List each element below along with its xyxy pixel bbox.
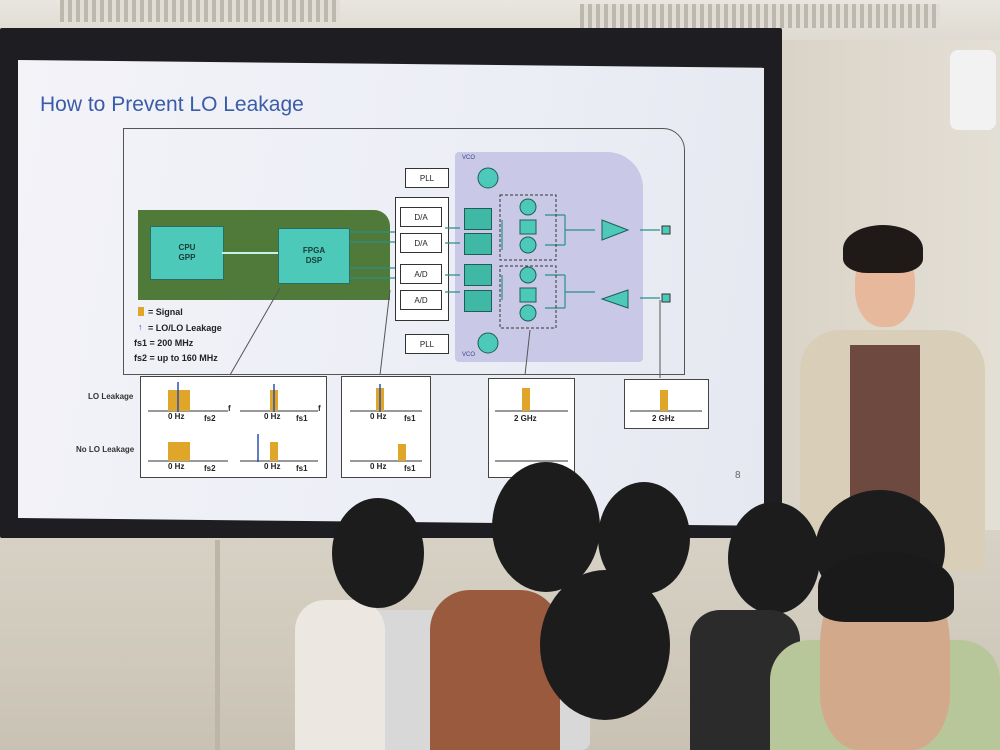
cpu-label: CPU bbox=[178, 243, 196, 252]
row-label: LO Leakage bbox=[88, 392, 134, 401]
vco-label: VCO bbox=[462, 155, 476, 161]
axis-label: 0 Hz bbox=[370, 412, 387, 421]
slide-title: How to Prevent LO Leakage bbox=[40, 93, 304, 116]
axis-label: fs2 bbox=[204, 414, 216, 423]
presenter-shirt bbox=[850, 345, 920, 505]
axis-label: fs1 bbox=[404, 464, 416, 473]
dsp-label: DSP bbox=[305, 256, 323, 265]
signal-swatch bbox=[138, 307, 144, 316]
filter-block bbox=[464, 208, 492, 230]
axis-label: 0 Hz bbox=[168, 462, 185, 471]
bus-line bbox=[222, 252, 278, 254]
presenter-hair bbox=[843, 225, 923, 273]
adc-block: A/D bbox=[400, 290, 442, 310]
fpga-dsp-block: FPGA DSP bbox=[278, 228, 350, 284]
adc-block: A/D bbox=[400, 264, 442, 284]
legend-fs1: fs1 = 200 MHz bbox=[134, 338, 194, 348]
ceiling-vent bbox=[580, 4, 940, 28]
block-diagram bbox=[123, 128, 685, 375]
audience-head bbox=[492, 462, 600, 592]
audience-shirt bbox=[295, 600, 385, 750]
vco-label: VCO bbox=[462, 352, 476, 358]
filter-block bbox=[464, 264, 492, 286]
axis-label: f bbox=[228, 404, 231, 413]
dac-block: D/A bbox=[400, 207, 442, 227]
axis-label: 0 Hz bbox=[370, 462, 387, 471]
pointer-arrows bbox=[229, 287, 661, 378]
axis-label: fs2 bbox=[204, 464, 216, 473]
ceiling-vent bbox=[60, 0, 340, 22]
rf-signal-chain bbox=[350, 167, 671, 354]
cpu-gpp-block: CPU GPP bbox=[150, 226, 224, 280]
arrow-up-icon: ↑ bbox=[138, 322, 143, 332]
axis-label: fs1 bbox=[296, 464, 308, 473]
axis-label: 0 Hz bbox=[264, 462, 281, 471]
fpga-label: FPGA bbox=[302, 246, 326, 255]
axis-label: 0 Hz bbox=[168, 412, 185, 421]
axis-label: 2 GHz bbox=[514, 414, 537, 423]
audience-hair bbox=[818, 552, 954, 622]
pll-block: PLL bbox=[405, 334, 449, 354]
wall-panel-seam bbox=[215, 540, 220, 750]
dac-block: D/A bbox=[400, 233, 442, 253]
audience-head bbox=[540, 570, 670, 720]
row-label: No LO Leakage bbox=[76, 445, 135, 454]
axis-label: 0 Hz bbox=[264, 412, 281, 421]
audience-shirt bbox=[430, 590, 560, 750]
legend-signal: = Signal bbox=[148, 307, 183, 317]
page-number: 8 bbox=[735, 470, 741, 481]
legend-fs2: fs2 = up to 160 MHz bbox=[134, 353, 218, 363]
spectrum-plots bbox=[148, 382, 702, 462]
filter-block bbox=[464, 233, 492, 255]
audience-head bbox=[332, 498, 424, 608]
audience-head bbox=[728, 502, 820, 614]
axis-label: fs1 bbox=[404, 414, 416, 423]
gpp-label: GPP bbox=[178, 253, 196, 262]
axis-label: fs1 bbox=[296, 414, 308, 423]
security-camera bbox=[950, 50, 996, 130]
pll-block: PLL bbox=[405, 168, 449, 188]
axis-label: 2 GHz bbox=[652, 414, 675, 423]
legend-leakage: = LO/LO Leakage bbox=[148, 323, 222, 333]
axis-label: f bbox=[318, 404, 321, 413]
filter-block bbox=[464, 290, 492, 312]
